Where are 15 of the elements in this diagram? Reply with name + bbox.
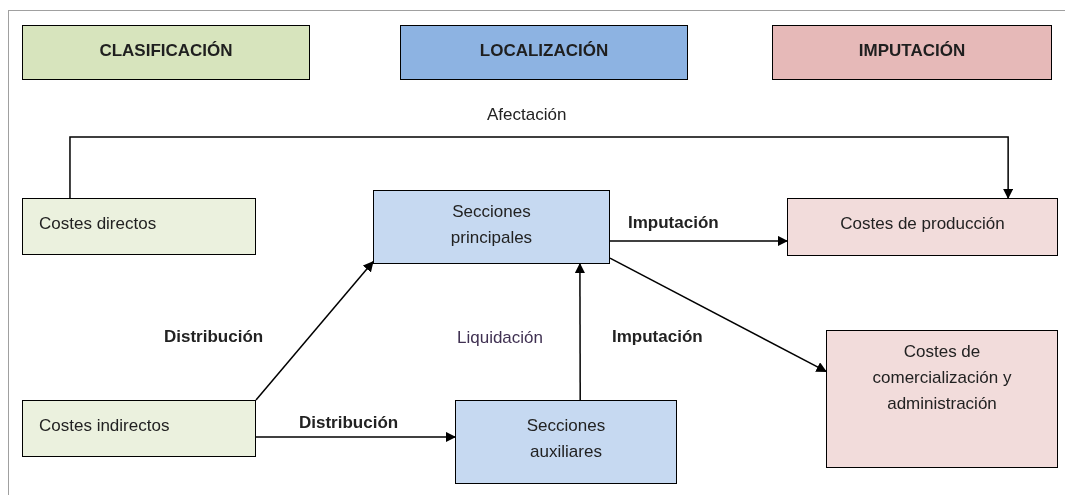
header-box: IMPUTACIÓN [772, 25, 1052, 80]
header-box: LOCALIZACIÓN [400, 25, 688, 80]
arrow [609, 257, 827, 373]
process-box: Costes indirectos [22, 400, 256, 457]
process-box: Secciones auxiliares [455, 400, 677, 484]
arrow [574, 262, 586, 401]
arrow [69, 136, 1014, 200]
process-box: Costes de producción [787, 198, 1058, 256]
process-box: Costes de comercialización y administración [826, 330, 1058, 468]
process-box: Secciones principales [373, 190, 610, 264]
process-box: Costes directos [22, 198, 256, 255]
arrow [255, 261, 374, 401]
arrow [255, 431, 457, 443]
arrow [609, 235, 789, 247]
header-box: CLASIFICACIÓN [22, 25, 310, 80]
